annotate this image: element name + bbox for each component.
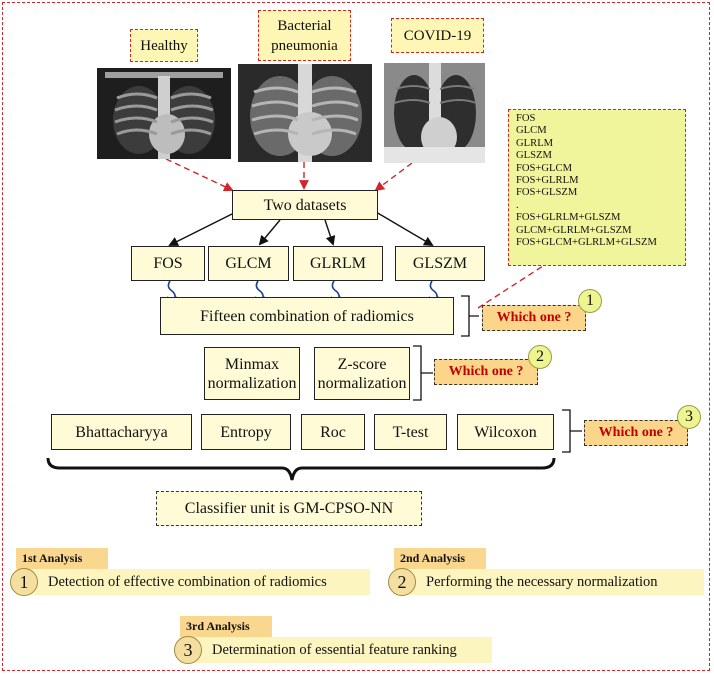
which-one-badge-3: Which one ? [584,420,688,446]
label-covid-19: COVID-19 [391,18,484,53]
combo-item: FOS+GLRLM [516,175,579,187]
ranking-box-roc: Roc [301,414,365,450]
analysis-text-2: Performing the necessary normalization [426,573,658,590]
which-one-badge-1: Which one ? [482,305,586,331]
combo-item: FOS+GLSZM [516,187,578,199]
ranking-box-entropy: Entropy [201,414,291,450]
feature-box-glcm: GLCM [208,246,289,281]
combinations-list: FOS GLCM GLRLM GLSZM FOS+GLCM FOS+GLRLM … [508,109,686,266]
bracket-2 [413,345,433,401]
analysis-number-3: 3 [174,636,202,664]
ranking-box-ttest: T-test [374,414,447,450]
arrow-to-glcm [258,219,281,246]
number-circle-3: 3 [677,405,701,429]
minmax-normalization-box: Minmax normalization [204,347,300,400]
arrow-to-fos [168,211,237,246]
ranking-box-bhattacharyya: Bhattacharyya [51,414,192,450]
combo-item: FOS+GLCM+GLRLM+GLSZM [516,237,657,249]
combo-item: FOS [516,113,536,124]
combo-item: . [516,199,519,211]
analysis-bar-1: 1 Detection of effective combination of … [10,568,370,596]
analysis-number-1: 1 [10,568,38,596]
arrow-to-glrlm [324,219,336,246]
label-healthy: Healthy [130,29,198,62]
number-circle-1: 1 [578,289,602,313]
analysis-bar-3: 3 Determination of essential feature ran… [174,636,492,664]
bracket-1 [461,295,479,337]
bracket-3 [562,409,582,453]
analysis-bar-2: 2 Performing the necessary normalization [388,568,704,596]
feature-box-glszm: GLSZM [395,246,485,281]
ranking-box-wilcoxon: Wilcoxon [457,414,554,450]
curly-brace [46,457,556,481]
arrow-to-glszm [375,211,434,246]
zscore-normalization-box: Z-score normalization [314,347,410,400]
combo-item: FOS+GLRLM+GLSZM [516,212,621,224]
feature-box-glrlm: GLRLM [293,246,383,281]
label-bacterial-pneumonia: Bacterial pneumonia [258,10,351,61]
analysis-text-3: Determination of essential feature ranki… [212,641,457,658]
combination-box: Fifteen combination of radiomics [160,297,454,335]
which-one-badge-2: Which one ? [434,359,538,385]
combo-item: FOS+GLCM [516,162,573,174]
combo-item: GLCM+GLRLM+GLSZM [516,224,632,236]
xray-bacterial-image [238,64,372,162]
analysis-tag-1: 1st Analysis [16,548,108,569]
classifier-box: Classifier unit is GM-CPSO-NN [156,491,422,526]
number-circle-2: 2 [528,345,552,369]
feature-box-fos: FOS [131,246,205,281]
xray-covid-image [384,63,485,163]
analysis-tag-2: 2nd Analysis [394,548,486,569]
analysis-number-2: 2 [388,568,416,596]
combo-item: GLRLM [516,137,554,149]
two-datasets-box: Two datasets [232,190,378,220]
combo-item: GLCM [516,125,547,137]
analysis-tag-3: 3rd Analysis [180,616,272,637]
analysis-text-1: Detection of effective combination of ra… [48,573,327,590]
arrow-covid-to-datasets [374,162,413,192]
xray-healthy-image [97,68,231,159]
combo-item: GLSZM [516,150,552,162]
arrow-healthy-to-datasets [165,158,234,192]
